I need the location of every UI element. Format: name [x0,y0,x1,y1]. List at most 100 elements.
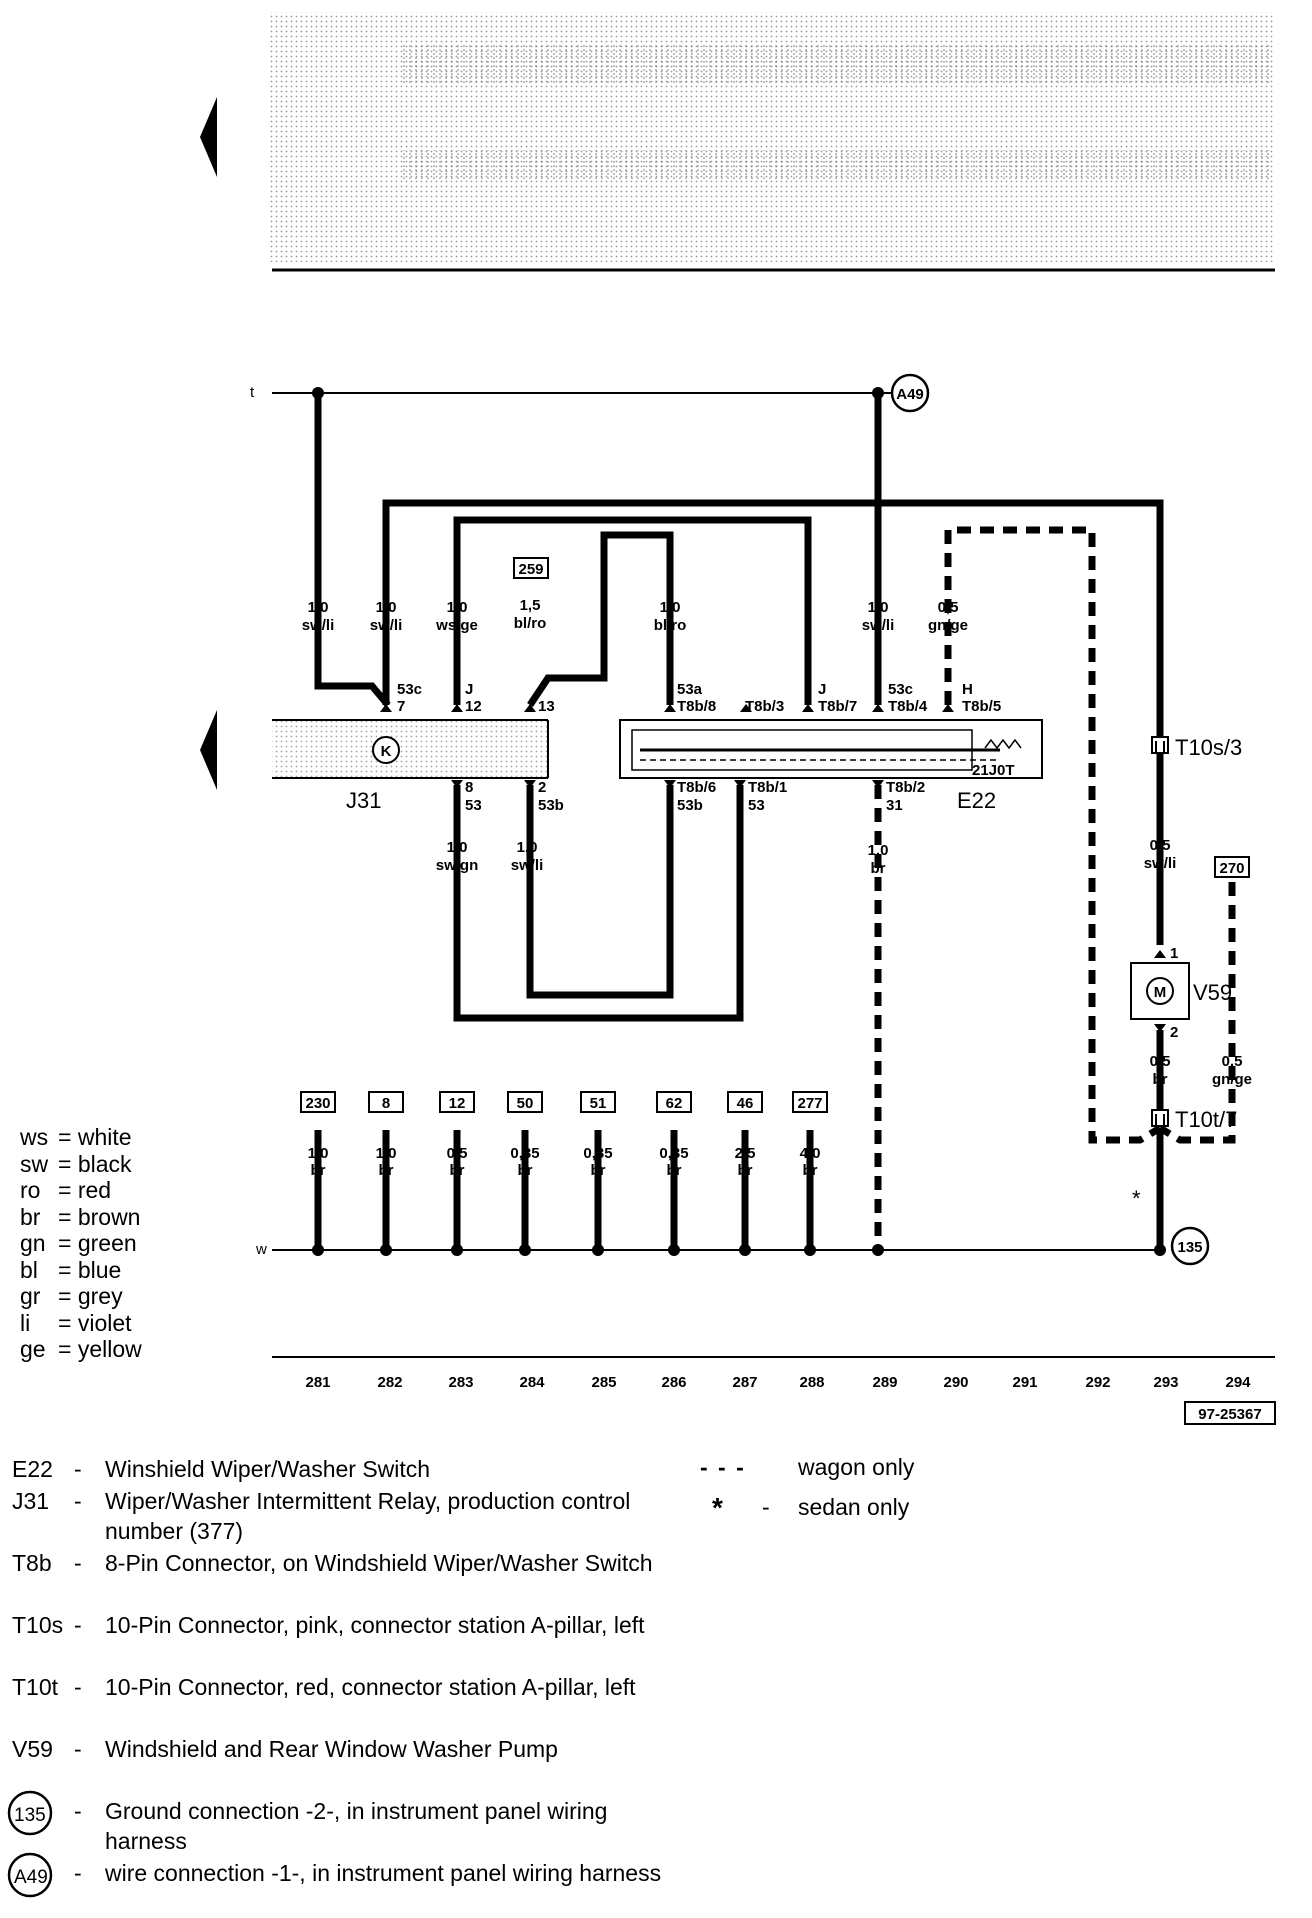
rail-top-label: t [250,384,255,401]
svg-text:0,5: 0,5 [1150,1053,1171,1070]
ground-wire-color: br [738,1162,753,1179]
component-description: wire connection -1-, in instrument panel… [105,1860,662,1886]
equals-sign: = [58,1230,78,1256]
ground-refbox [300,1091,336,1113]
ground-ref-number: 277 [797,1095,822,1112]
component-code: T10t [12,1674,59,1700]
color-legend-item: ws= white [20,1124,132,1151]
color-name: yellow [77,1336,142,1362]
previous-page-band [270,12,1275,272]
svg-text:53c: 53c [888,681,913,698]
svg-text:53b: 53b [677,797,703,814]
svg-text:sw/li: sw/li [862,617,895,634]
ground-wire-size: 0,35 [583,1145,612,1162]
svg-text:gn/ge: gn/ge [928,617,968,634]
legend-135-circle [7,1790,53,1836]
color-abbr: bl [20,1256,38,1283]
svg-text:1,0: 1,0 [447,839,468,856]
component-key-item: T8b-8-Pin Connector, on Windshield Wiper… [0,1548,680,1608]
component-code: J31 [12,1488,50,1514]
key-dash: - [74,1860,82,1886]
key-dash: - [74,1736,82,1762]
refbox-259: 259 [513,557,549,579]
key-dash: - [74,1798,82,1824]
svg-text:1,0: 1,0 [660,599,681,616]
equals-sign: = [58,1203,78,1230]
svg-text:br: br [1153,1071,1168,1088]
wires-solid [314,393,1164,1250]
connector-t10t: T10t/7 * [1132,1107,1237,1211]
svg-text:135: 135 [1177,1239,1202,1256]
refbox-270: 270 [1214,856,1250,878]
e22-label: E22 [957,788,996,813]
color-name: red [77,1177,112,1203]
color-name: brown [77,1203,141,1230]
ground-refbox [439,1091,475,1113]
column-number: 293 [1153,1374,1178,1391]
svg-text:7: 7 [397,698,405,715]
svg-text:gn/ge: gn/ge [1212,1071,1252,1088]
column-number: 281 [305,1374,330,1391]
column-number: 283 [448,1374,473,1391]
wire-labels: 1,0 sw/li 1,0 sw/li 1,0 ws/ge 1,5 bl/ro … [302,597,1252,1088]
column-number: 285 [591,1374,616,1391]
color-legend-item: sw= black [20,1151,132,1178]
connection-135: 135 [1170,1226,1210,1266]
component-code: T8b [12,1550,52,1576]
color-legend-item: li= violet [20,1310,132,1337]
ground-ref-number: 8 [382,1095,390,1112]
svg-text:53b: 53b [538,797,564,814]
svg-text:31: 31 [886,797,903,814]
page-scroll-left-arrow-2[interactable] [200,710,217,790]
equals-sign: = [58,1283,78,1309]
ground-ref-number: 230 [305,1095,330,1112]
svg-text:1,0: 1,0 [308,599,329,616]
column-number: 289 [872,1374,897,1391]
sedan-asterisk: * [1132,1186,1141,1211]
svg-text:53c: 53c [397,681,422,698]
rail-bottom-junctions [312,1244,1166,1256]
note-wagon: - - - wagon only [700,1454,915,1480]
ground-wire-size: 2,5 [735,1145,756,1162]
color-name: white [77,1124,132,1150]
svg-text:sw/li: sw/li [370,617,403,634]
ground-ref-number: 46 [737,1095,754,1112]
component-description: 10-Pin Connector, pink, connector statio… [105,1612,645,1638]
column-number: 287 [732,1374,757,1391]
component-description: Windshield and Rear Window Washer Pump [105,1736,558,1762]
svg-text:1,0: 1,0 [517,839,538,856]
component-key-item: T10s-10-Pin Connector, pink, connector s… [0,1610,680,1670]
column-number: 282 [377,1374,402,1391]
ground-wire-color: br [379,1162,394,1179]
page-scroll-left-arrow[interactable] [200,97,217,177]
key-dash: - [74,1674,82,1700]
component-code: E22 [12,1456,53,1482]
ground-ref-number: 50 [517,1095,534,1112]
switch-e22: 21J0T E22 53a T8b/8 T8b/3 J T8b/7 53c T8… [619,681,1043,814]
component-code: A49 [14,1867,48,1888]
svg-text:J: J [465,681,473,698]
color-abbr: ge [20,1336,46,1362]
ground-wire-size: 1,0 [308,1145,329,1162]
ground-references: 2301,0br81,0br120,5br500,35br510,35br620… [300,1091,828,1179]
color-name: black [77,1150,132,1177]
color-name: violet [77,1309,132,1336]
svg-text:H: H [962,681,973,698]
svg-text:bl/ro: bl/ro [654,617,687,634]
equals-sign: = [58,1336,78,1362]
v59-label: V59 [1193,980,1232,1005]
component-description: Winshield Wiper/Washer Switch [105,1456,431,1482]
component-code: V59 [12,1736,53,1762]
svg-text:0,5: 0,5 [1150,837,1171,854]
connector-t10s: T10s/3 [1151,735,1242,760]
svg-text:J: J [818,681,826,698]
equals-sign: = [58,1309,78,1336]
svg-text:T8b/2: T8b/2 [886,779,925,796]
key-dash: - [74,1550,82,1576]
component-key-item: 135-Ground connection -2-, in instrument… [0,1796,680,1856]
svg-text:1,0: 1,0 [376,599,397,616]
pump-v59: 1 M V59 2 [1130,945,1232,1041]
rail-bottom-label: w [255,1241,267,1258]
ground-wire-size: 1,0 [376,1145,397,1162]
svg-text:270: 270 [1219,860,1244,877]
